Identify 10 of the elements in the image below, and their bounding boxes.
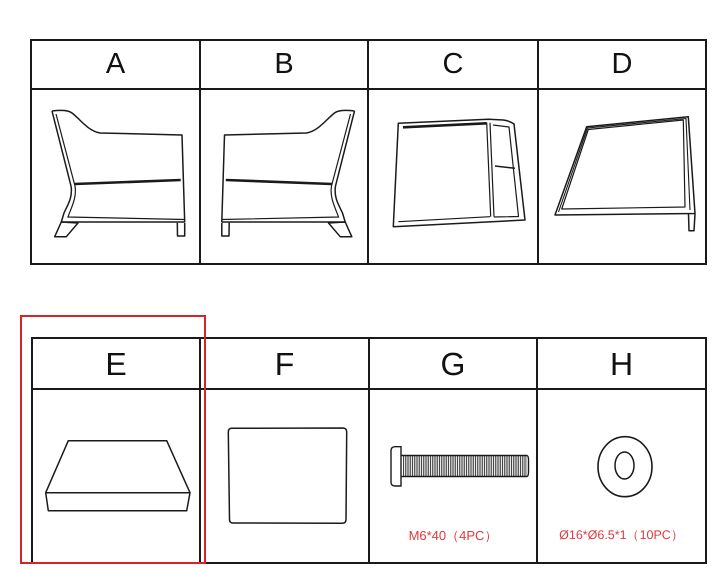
part-letter: A <box>106 50 126 79</box>
part-letter: E <box>105 348 127 380</box>
part-letter: C <box>442 50 464 79</box>
part-letter: F <box>274 348 294 380</box>
part-letter: H <box>610 348 634 380</box>
part-letter: D <box>612 50 632 79</box>
part-spec: M6*40（4PC） <box>408 528 498 542</box>
part-letter: G <box>440 348 466 380</box>
part-letter: B <box>274 50 294 79</box>
part-spec: Ø16*Ø6.5*1（10PC） <box>559 528 684 542</box>
